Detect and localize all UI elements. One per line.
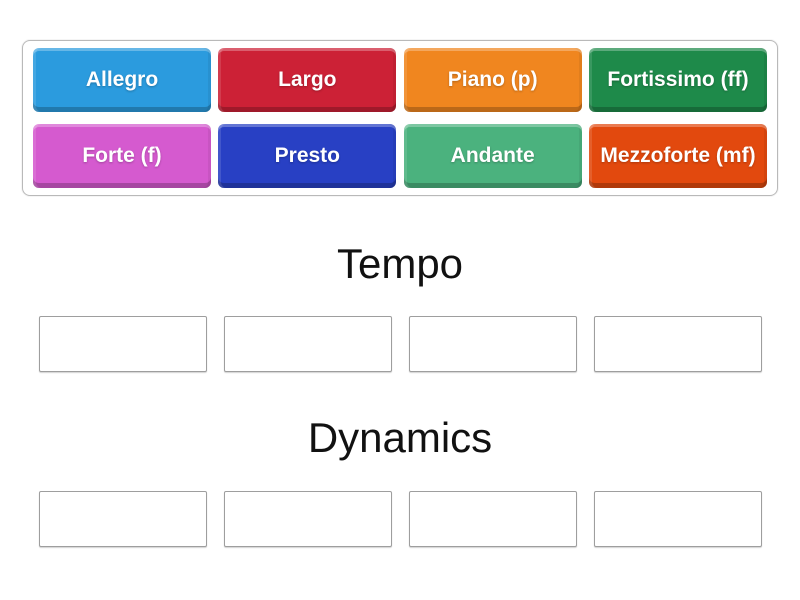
tile-label: Mezzoforte (mf)	[600, 143, 756, 167]
dynamics-drop-slot-4[interactable]	[594, 491, 762, 547]
tile-mezzoforte[interactable]: Mezzoforte (mf)	[588, 124, 767, 188]
tile-label: Andante	[450, 143, 535, 167]
tempo-drop-slot-4[interactable]	[594, 316, 762, 372]
dynamics-drop-slot-3[interactable]	[409, 491, 577, 547]
tile-label: Presto	[274, 143, 340, 167]
tempo-drop-slot-2[interactable]	[224, 316, 392, 372]
tile-pool: Allegro Largo Piano (p) Fortissimo (ff) …	[22, 40, 778, 196]
tile-allegro[interactable]: Allegro	[33, 48, 211, 112]
tile-label: Piano (p)	[447, 67, 538, 91]
dynamics-slot-row	[39, 491, 762, 547]
tempo-drop-slot-1[interactable]	[39, 316, 207, 372]
dynamics-drop-slot-2[interactable]	[224, 491, 392, 547]
tile-label: Largo	[278, 67, 337, 91]
tempo-slot-row	[39, 316, 762, 372]
tile-label: Forte (f)	[82, 143, 162, 167]
group-title-tempo: Tempo	[336, 240, 464, 287]
tile-fortissimo[interactable]: Fortissimo (ff)	[588, 48, 767, 112]
tile-label: Fortissimo (ff)	[607, 67, 749, 91]
tile-andante[interactable]: Andante	[403, 124, 582, 188]
tile-forte[interactable]: Forte (f)	[33, 124, 211, 188]
group-title-dynamics: Dynamics	[307, 414, 493, 461]
tile-presto[interactable]: Presto	[218, 124, 397, 188]
tile-largo[interactable]: Largo	[218, 48, 397, 112]
dynamics-drop-slot-1[interactable]	[39, 491, 207, 547]
tempo-drop-slot-3[interactable]	[409, 316, 577, 372]
tile-label: Allegro	[85, 67, 159, 91]
tile-piano[interactable]: Piano (p)	[403, 48, 582, 112]
